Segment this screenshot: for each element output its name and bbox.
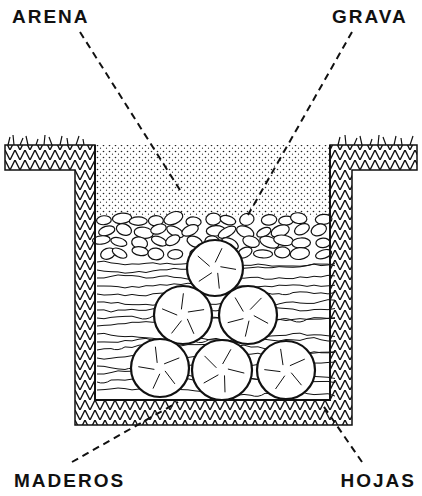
gravel-stone [206,213,222,226]
log-crack [138,347,179,389]
gravel-stone [129,217,147,225]
gravel-stone [131,245,149,256]
gravel-stone [290,212,308,225]
sand-layer [95,145,330,217]
trench-wall [95,145,330,400]
gravel-stone [115,222,134,238]
part-label: HOJAS [339,470,418,491]
log-crack [228,298,268,337]
log-crack [264,349,305,389]
log-crack [204,349,245,392]
gravel-stone [111,246,129,261]
log [131,339,189,397]
gravel-stone [147,247,164,260]
grass [8,135,413,145]
part-label: MADEROS [12,470,127,491]
leaf-stroke [97,317,335,326]
soil-hatching [5,145,417,425]
part-label: GRAVA [330,6,410,27]
gravel-stone [316,238,331,248]
log [154,286,212,344]
part-label: ARENA [10,6,92,27]
gravel-stone [292,237,311,248]
leaf-stroke [97,300,335,307]
leader-lines [72,32,362,462]
log [192,340,252,400]
log-crack [198,248,236,288]
gravel-stone [273,234,294,247]
log-crack [162,293,204,334]
gravel-stone [162,209,185,228]
log [257,341,315,399]
logs [131,240,315,400]
gravel-stone [253,249,272,258]
gravel-stone [293,221,311,237]
gravel-stone [309,222,328,238]
gravel-stone [261,214,277,226]
gravel-stone [164,233,182,248]
gravel-stone [96,215,111,225]
gravel-stone [290,246,311,260]
log [219,286,277,344]
gravel-stone [219,214,237,227]
leaf-stroke [97,306,335,312]
gravel-stone [110,236,128,248]
gravel-stone [274,247,289,258]
gravel-stone [149,222,167,236]
gravel-stone [167,249,183,260]
gravel-stone [238,212,255,227]
